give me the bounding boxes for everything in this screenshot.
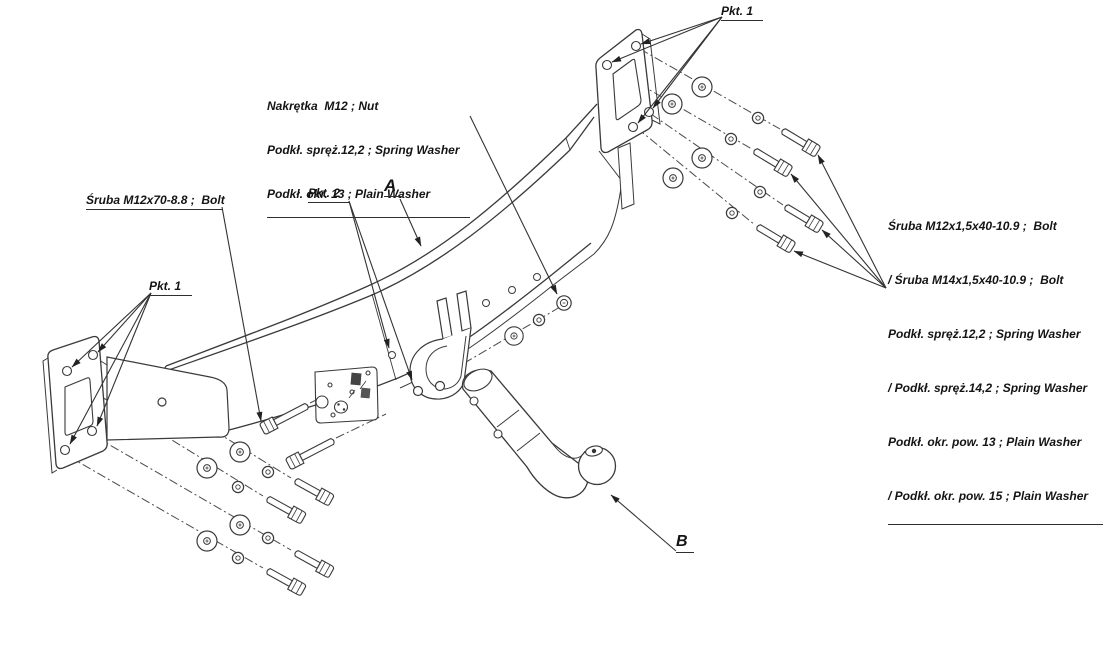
m12-nut [556,295,572,311]
callout-pkt1-left: Pkt. 1 [149,279,192,296]
leader-pkt1-right [611,16,723,124]
callout-leaders [69,16,887,552]
callout-left-bolt: Śruba M12x70-8.8 ; Bolt [86,193,225,210]
callout-right-line: / Podkł. spręż.14,2 ; Spring Washer [888,381,1088,395]
callout-nut-stack: Nakrętka M12 ; Nut Podkł. spręż.12,2 ; S… [267,70,470,218]
callout-right-line: / Podkł. okr. pow. 15 ; Plain Washer [888,489,1089,503]
m12x70-bolt [284,434,338,471]
left-plate-holes [59,349,99,456]
m12x70-bolt [258,399,312,436]
nut-stack-fasteners [504,295,572,346]
callout-right-line: Śruba M12x1,5x40-10.9 ; Bolt [888,219,1057,233]
callout-right-line: Podkł. okr. pow. 13 ; Plain Washer [888,435,1082,449]
right-plate-holes [601,40,655,133]
right-fasteners [661,76,825,254]
leader-left-bolt [221,206,263,422]
leader-ref-a [399,198,422,247]
beam-flange-holes [388,273,541,359]
fork-bracket [409,290,472,400]
callout-pkt1-top-right: Pkt. 1 [721,4,763,21]
callout-pkt2: Pkt. 2 [308,186,350,203]
left-mounting-plate [42,335,108,474]
callout-spring-washer-line: Podkł. spręż.12,2 ; Spring Washer [267,142,460,157]
leader-nut-stack [469,115,558,295]
callout-right-line: Podkł. spręż.12,2 ; Spring Washer [888,327,1081,341]
callout-ref-a: A [384,176,403,197]
right-mounting-plate [595,28,661,210]
callout-right-line: / Śruba M14x1,5x40-10.9 ; Bolt [888,273,1064,287]
callout-nut-line: Nakrętka M12 ; Nut [267,99,379,114]
lock-mechanism [314,366,379,424]
callout-right-bolt-stack: Śruba M12x1,5x40-10.9 ; Bolt / Śruba M14… [888,181,1103,525]
ball-coupling [461,368,617,499]
callout-plain-washer-line: Podkł. okr. 13 ; Plain Washer [267,186,431,201]
callout-ref-b: B [676,532,694,553]
leader-pkt1-left [69,292,152,445]
leader-ref-b [610,494,677,552]
leader-pkt2 [348,200,413,381]
leader-right-bolt-stack [790,154,887,289]
side-arm [106,356,230,441]
